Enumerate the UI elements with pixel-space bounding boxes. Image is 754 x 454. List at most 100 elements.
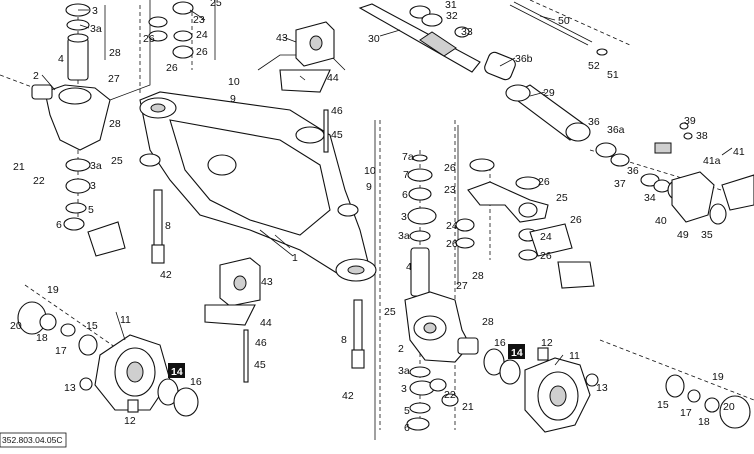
callout-23: 23 [444,184,456,196]
callout-29: 29 [543,87,555,99]
callout-26: 26 [540,250,552,262]
callout-37: 37 [614,178,626,190]
callout-3a: 3a [398,365,410,377]
callout-22: 22 [444,389,456,401]
callout-41: 41 [733,146,745,158]
callout-15: 15 [86,320,98,332]
parts-drawing [0,0,754,440]
callout-9: 9 [366,181,372,193]
callout-36: 36 [627,165,639,177]
callout-46: 46 [331,105,343,117]
callout-22: 22 [33,175,45,187]
callout-43: 43 [261,276,273,288]
callout-24: 24 [540,231,552,243]
callout-26: 26 [444,162,456,174]
callout-44: 44 [260,317,272,329]
callout-32: 32 [446,10,458,22]
callout-44: 44 [327,72,339,84]
callout-26: 26 [143,33,155,45]
callout-28: 28 [482,316,494,328]
callout-1: 1 [292,252,298,264]
callout-26: 26 [446,238,458,250]
callout-8: 8 [341,334,347,346]
callout-35: 35 [701,229,713,241]
highlight-part-14-left: 14 [168,363,185,378]
highlight-label: 14 [511,347,523,359]
callout-3: 3 [90,180,96,192]
callout-5: 5 [404,405,410,417]
callout-5: 5 [88,204,94,216]
callout-6: 6 [402,189,408,201]
callout-3: 3 [92,5,98,17]
callout-labels: 3 3a 4 2 28 27 26 23 24 25 26 26 28 21 2… [10,0,745,434]
callout-28: 28 [109,118,121,130]
callout-20: 20 [10,320,22,332]
callout-31: 31 [445,0,457,11]
callout-23: 23 [193,14,205,26]
callout-16: 16 [190,376,202,388]
callout-10: 10 [228,76,240,88]
callout-42: 42 [342,390,354,402]
callout-28: 28 [472,270,484,282]
callout-25: 25 [111,155,123,167]
callout-26: 26 [538,176,550,188]
callout-27: 27 [108,73,120,85]
callout-28: 28 [109,47,121,59]
callout-21: 21 [462,401,474,413]
callout-36b: 36b [515,53,533,65]
callout-15: 15 [657,399,669,411]
callout-3a: 3a [90,23,102,35]
callout-43: 43 [276,32,288,44]
callout-17: 17 [55,345,67,357]
callout-16: 16 [494,337,506,349]
callout-27: 27 [456,280,468,292]
highlight-label: 14 [171,366,183,378]
callout-38: 38 [696,130,708,142]
callout-40: 40 [655,215,667,227]
callout-8: 8 [165,220,171,232]
callout-51: 51 [607,69,619,81]
callout-2: 2 [398,343,404,355]
callout-45: 45 [254,359,266,371]
callout-3a: 3a [90,160,102,172]
leader-lines [41,9,733,366]
callout-6: 6 [56,219,62,231]
callout-25: 25 [210,0,222,9]
callout-34: 34 [644,192,656,204]
callout-39: 39 [684,115,696,127]
callout-30: 30 [368,33,380,45]
callout-19: 19 [47,284,59,296]
callout-19: 19 [712,371,724,383]
callout-45: 45 [331,129,343,141]
callout-26: 26 [166,62,178,74]
callout-13: 13 [64,382,76,394]
callout-36a: 36a [607,124,625,136]
callout-25: 25 [556,192,568,204]
callout-6: 6 [404,422,410,434]
callout-26: 26 [570,214,582,226]
callout-26: 26 [196,46,208,58]
callout-9: 9 [230,93,236,105]
callout-50: 50 [558,15,570,27]
callout-11: 11 [569,350,580,362]
callout-42: 42 [160,269,172,281]
callout-3a: 3a [398,230,410,242]
callout-2: 2 [33,70,39,82]
callout-41a: 41a [703,155,721,167]
callout-17: 17 [680,407,692,419]
callout-7a: 7a [402,151,414,163]
callout-11: 11 [120,314,131,326]
callout-3: 3 [401,211,407,223]
callout-21: 21 [13,161,25,173]
callout-24: 24 [196,29,208,41]
callout-25: 25 [384,306,396,318]
callout-46: 46 [255,337,267,349]
callout-52: 52 [588,60,600,72]
reference-code-box: 352.803.04.05C [0,432,67,448]
callout-49: 49 [677,229,689,241]
callout-3: 3 [401,383,407,395]
callout-20: 20 [723,401,735,413]
callout-18: 18 [698,416,710,428]
callout-18: 18 [36,332,48,344]
